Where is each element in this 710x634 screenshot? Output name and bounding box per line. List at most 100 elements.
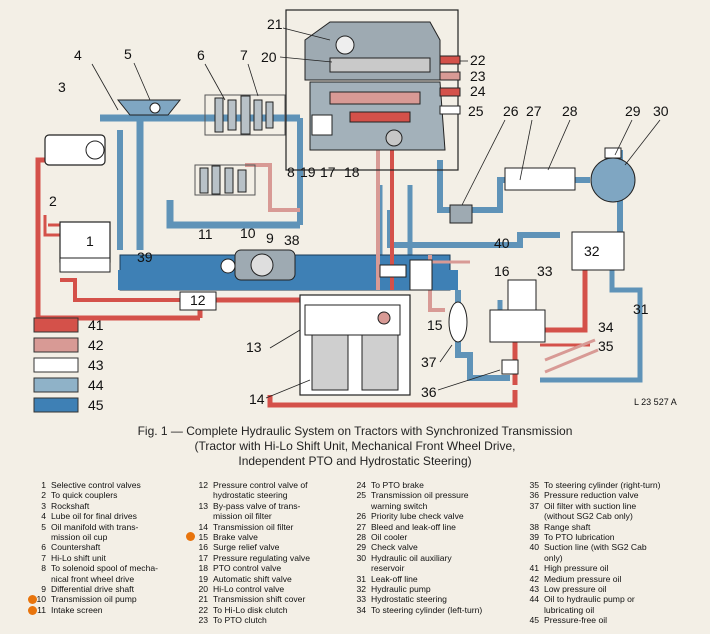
part-number: 10 (36, 594, 46, 605)
part-description: only) (544, 552, 563, 563)
part-number: 26 (356, 511, 366, 522)
callout-37: 37 (421, 354, 437, 370)
part-description: Surge relief valve (213, 542, 280, 553)
caption-line-1: Fig. 1 — Complete Hydraulic System on Tr… (137, 424, 573, 438)
part-number (354, 563, 366, 573)
oil-filter-suction (448, 301, 468, 343)
callout-19: 19 (300, 164, 316, 180)
callout-22: 22 (470, 52, 486, 68)
part-number: 27 (356, 521, 366, 532)
pressure-control-valve (179, 291, 217, 311)
legend-label-42: 42 (88, 337, 104, 353)
part-number: 17 (198, 552, 208, 563)
part-number: 37 (529, 500, 539, 511)
callout-9: 9 (266, 230, 274, 246)
hydraulic-system-diagram: 1 2 3 4 5 6 7 8 9 10 11 12 13 14 15 16 1… (33, 9, 677, 413)
part-number: 12 (198, 480, 208, 490)
part-number (34, 574, 46, 584)
marker-dot-10 (28, 595, 37, 604)
part-number: 28 (356, 532, 366, 543)
figure-caption: Fig. 1 — Complete Hydraulic System on Tr… (0, 424, 710, 469)
surge-relief-valve (379, 264, 407, 278)
callout-5: 5 (124, 46, 132, 62)
part-number: 33 (356, 594, 366, 605)
part-number: 14 (198, 521, 208, 532)
part-description: mission oil filter (213, 511, 272, 522)
part-description: To PTO brake (371, 480, 424, 490)
callout-32: 32 (584, 243, 600, 259)
range-shaft (194, 164, 256, 196)
marker-dot-14 (186, 532, 195, 541)
callout-23: 23 (470, 68, 486, 84)
part-description: Medium pressure oil (544, 573, 622, 584)
part-description: Hydrostatic steering (371, 594, 447, 605)
part-number: 30 (356, 552, 366, 563)
part-description: Transmission shift cover (213, 594, 306, 605)
parts-list-row: 12 Pressure control valve of (196, 480, 310, 490)
part-description: High pressure oil (544, 563, 609, 574)
part-description: Bleed and leak-off line (371, 521, 456, 532)
parts-list-row: warning switch (354, 501, 482, 511)
part-description: Hi-Lo shift unit (51, 552, 106, 563)
part-number: 16 (198, 542, 208, 553)
part-description: Priority lube check valve (371, 511, 464, 522)
part-description: Pressure control valve of (213, 480, 308, 490)
callout-8: 8 (287, 164, 295, 180)
part-description: Pressure-free oil (544, 615, 608, 626)
part-number (196, 490, 208, 500)
callout-11: 11 (198, 226, 213, 242)
part-description: Intake screen (51, 604, 103, 615)
leader-lines (91, 27, 661, 399)
part-number: 34 (356, 604, 366, 615)
part-number: 42 (529, 573, 539, 584)
part-description: To PTO lubrication (544, 532, 615, 543)
callout-3: 3 (58, 79, 66, 95)
part-description: Selective control valves (51, 480, 141, 490)
part-number: 2 (41, 490, 46, 501)
callout-4: 4 (74, 47, 82, 63)
callout-17: 17 (320, 164, 336, 180)
legend-swatch-45 (33, 397, 79, 413)
callout-7: 7 (240, 47, 248, 63)
callout-39: 39 (137, 249, 153, 265)
callout-30: 30 (653, 103, 669, 119)
legend-label-43: 43 (88, 357, 104, 373)
parts-list-row: only) (527, 553, 661, 563)
part-number (34, 532, 46, 542)
callout-28: 28 (562, 103, 578, 119)
part-number: 44 (529, 594, 539, 605)
callout-13: 13 (246, 339, 262, 355)
callout-14: 14 (249, 391, 265, 407)
part-description: To Hi-Lo disk clutch (213, 604, 288, 615)
parts-list-row: hydrostatic steering (196, 490, 310, 500)
part-description: To solenoid spool of mecha- (51, 563, 159, 574)
caption-line-3: Independent PTO and Hydrostatic Steering… (238, 454, 472, 468)
part-number: 36 (529, 490, 539, 501)
legend-swatch-44 (33, 377, 79, 393)
parts-list-row: nical front wheel drive (34, 574, 158, 584)
callout-1: 1 (86, 233, 94, 249)
part-description: hydrostatic steering (213, 490, 288, 501)
oil-manifold (116, 99, 182, 116)
part-description: Transmission oil filter (213, 521, 294, 532)
part-number: 19 (198, 573, 208, 584)
legend-label-45: 45 (88, 397, 104, 413)
part-description: Countershaft (51, 542, 101, 553)
